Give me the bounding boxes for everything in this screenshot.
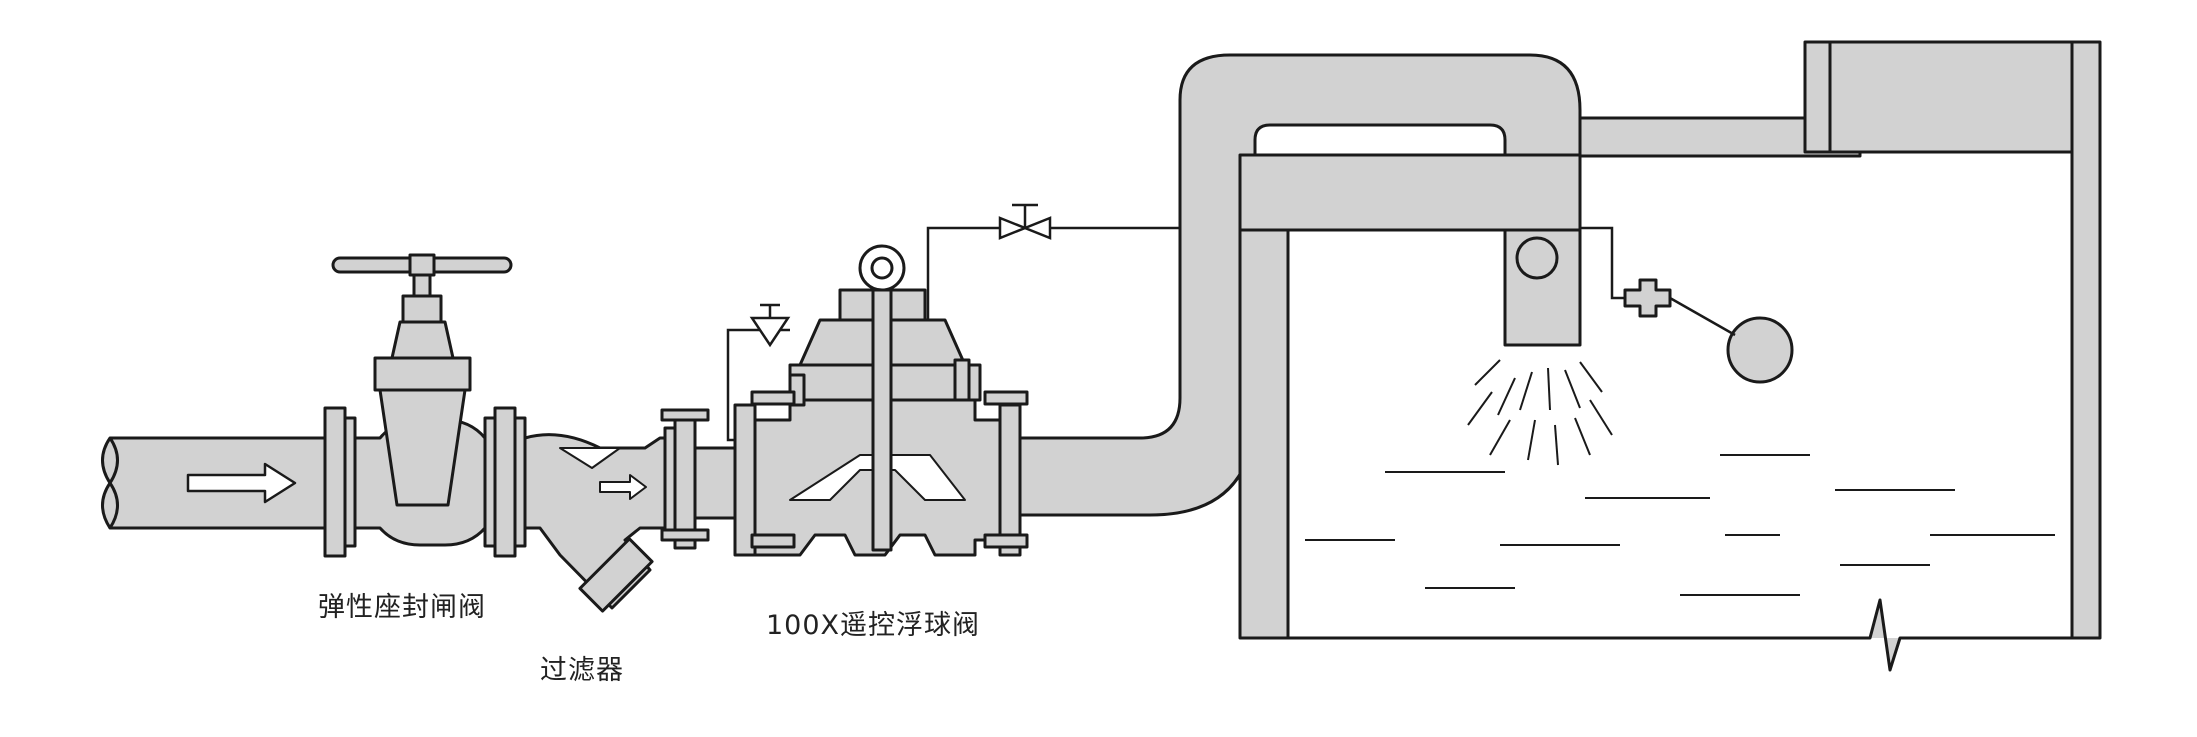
float-pilot-valve bbox=[1623, 278, 1672, 318]
strainer-cap bbox=[578, 537, 654, 613]
connector-pipe bbox=[693, 446, 737, 520]
strainer-bolt-bottom bbox=[660, 528, 710, 542]
float-valve-flange-right bbox=[998, 403, 1022, 557]
float-valve-pilot-right bbox=[953, 358, 971, 402]
sensing-line bbox=[926, 226, 1180, 320]
float-valve-side-bolt-left bbox=[750, 390, 796, 406]
float-arm bbox=[1669, 296, 1736, 337]
tank-roof bbox=[1238, 153, 1582, 232]
label-filter: 过滤器 bbox=[540, 655, 624, 686]
flow-arrow-icon bbox=[186, 462, 297, 504]
outlet-nozzle-ring bbox=[1515, 236, 1559, 280]
float-valve-foot-bolt-left bbox=[750, 533, 796, 549]
water-surface-lines bbox=[1305, 454, 2055, 596]
tank-top-box-left bbox=[1803, 40, 1832, 154]
float-control-valve bbox=[733, 244, 1029, 557]
tank-floor bbox=[1240, 598, 2100, 672]
flow-arrow-icon bbox=[599, 474, 647, 500]
gate-valve-bonnet bbox=[373, 356, 472, 392]
y-strainer bbox=[513, 408, 710, 613]
needle-valve-icon bbox=[998, 203, 1052, 240]
float-line bbox=[1580, 226, 1625, 300]
gate-valve-flange-right bbox=[493, 406, 517, 558]
inlet-pipe-break bbox=[108, 437, 119, 529]
float-valve-side-bolt-right bbox=[983, 390, 1029, 406]
vent-funnel-icon bbox=[749, 303, 791, 348]
label-gate-valve: 弹性座封闸阀 bbox=[318, 592, 486, 623]
float-valve-flange-left bbox=[733, 403, 757, 557]
tank-top-box bbox=[1828, 40, 2074, 154]
gate-valve-flange-left bbox=[323, 406, 347, 558]
float-ball-icon bbox=[1726, 316, 1794, 384]
tank-wall-left bbox=[1238, 228, 1290, 640]
strainer-bolt-top bbox=[660, 408, 710, 422]
gate-valve-handwheel-hub bbox=[408, 253, 436, 277]
gate-valve bbox=[323, 253, 517, 558]
strainer-screen-notch bbox=[559, 447, 621, 469]
gate-valve-gland bbox=[401, 294, 443, 324]
spray-lines bbox=[1467, 359, 1613, 466]
float-valve-stem bbox=[871, 288, 893, 552]
label-float-valve: 100X遥控浮球阀 bbox=[766, 610, 981, 641]
float-valve-indicator-inner bbox=[870, 256, 894, 280]
tank-wall-right bbox=[2070, 40, 2102, 640]
float-ball-assembly bbox=[1623, 278, 1794, 384]
float-valve-foot-bolt-right bbox=[983, 533, 1029, 549]
water-tank bbox=[1238, 40, 2102, 672]
gate-valve-yoke bbox=[390, 320, 455, 360]
